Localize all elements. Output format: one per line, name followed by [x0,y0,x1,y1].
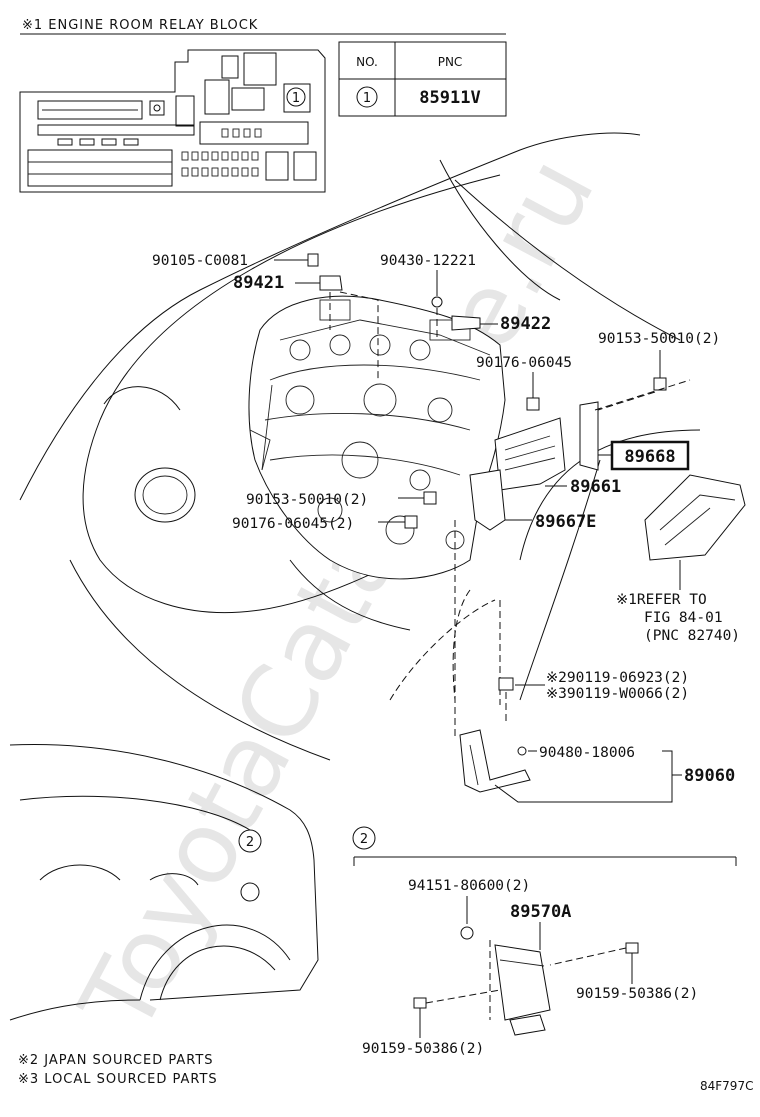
ecu-89570A [489,940,551,1036]
pnc-table-col-no: NO. [356,55,378,69]
pnc-table-row-no: 1 [363,91,371,106]
part-90430-12221: 90430-12221 [380,253,476,269]
part-89667E: 89667E [535,512,596,532]
note-local-sourced: ※3 LOCAL SOURCED PARTS [18,1072,218,1087]
ecu-assembly [469,401,599,531]
part-90176-06045-b: 90176-06045(2) [232,516,354,532]
nut-icon [460,926,474,940]
part-89668-box [610,440,690,471]
part-90105-C0081: 90105-C0081 [152,253,248,269]
svg-text:2: 2 [246,835,254,850]
svg-text:2: 2 [360,832,368,847]
part-90176-06045-a: 90176-06045 [476,355,572,371]
rear-car-outline [9,743,319,1021]
relay-block-circle [286,87,306,107]
part-90153-50010-a: 90153-50010(2) [598,331,720,347]
figure-code: 84F797C [700,1079,753,1093]
gasket-icon [431,296,443,308]
part-89060: 89060 [684,766,735,786]
bolt-icon [413,997,427,1009]
bolt-icon [498,677,514,691]
nut-icon [526,397,540,411]
bolt-icon [423,491,437,505]
pnc-table: NO. PNC 1 85911V [338,41,507,117]
part-89661: 89661 [570,477,621,497]
part-90159-50386-b: 90159-50386(2) [362,1041,484,1057]
engine-relay-block-part [644,474,746,590]
sensor-location-icon [240,882,260,902]
bolt-icon [307,253,319,267]
car-circle-marker [238,829,262,853]
part-90153-50010-b: 90153-50010(2) [246,492,368,508]
part-89570A: 89570A [510,902,571,922]
part-89668: 89668 [624,447,675,467]
pnc-table-col-pnc: PNC [438,55,463,69]
note-japan-sourced: ※2 JAPAN SOURCED PARTS [18,1053,214,1068]
part-94151-80600: 94151-80600(2) [408,878,530,894]
part-89422: 89422 [500,314,551,334]
sensor-89422-icon [451,315,481,331]
subsection-circle [352,826,376,850]
part-90119-06923: ※290119-06923(2) [546,670,689,686]
relay-block-title: ※1 ENGINE ROOM RELAY BLOCK [22,18,258,33]
part-90480-18006: 90480-18006 [539,745,635,761]
part-refer-line3: (PNC 82740) [644,628,740,644]
car-body-outline [19,132,701,761]
bracket-89060 [459,729,531,793]
nut-icon [404,515,418,529]
bolt-icon [653,377,667,391]
bolt-icon [625,942,639,954]
part-refer-line1: ※1REFER TO [616,592,707,608]
engine-illustration [248,295,506,580]
sensor-89421-icon [319,275,343,291]
part-89421: 89421 [233,273,284,293]
svg-text:1: 1 [292,91,300,106]
part-refer-line2: FIG 84-01 [644,610,723,626]
pnc-table-row-pnc: 85911V [419,88,480,108]
clip-icon [517,746,527,756]
part-90159-50386-a: 90159-50386(2) [576,986,698,1002]
relay-block-drawing: 1 [19,49,326,193]
part-90119-W0066: ※390119-W0066(2) [546,686,689,702]
